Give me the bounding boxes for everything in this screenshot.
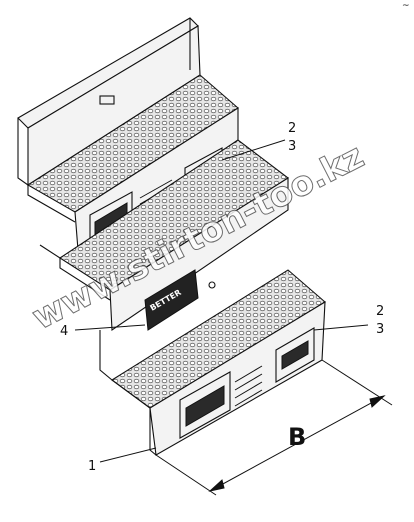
corner-mark: ~ (402, 1, 410, 11)
bolt-icon (208, 281, 216, 289)
callout-3-lower: 3 (376, 322, 384, 337)
callout-4: 4 (60, 324, 68, 339)
top-platform (17, 17, 201, 187)
callout-1: 1 (88, 459, 96, 474)
light-housing-2 (281, 340, 309, 370)
vent-slats-lower (234, 365, 263, 407)
tread-3 (99, 269, 326, 456)
brand-plate (144, 269, 199, 331)
tread-2: BETTER (39, 139, 289, 332)
light-housing-3 (185, 385, 225, 427)
dimension-b (155, 359, 393, 496)
dimension-b-label: B (288, 423, 306, 451)
callout-3-upper: 3 (288, 139, 296, 154)
latch-icon (99, 95, 115, 105)
callout-2-upper: 2 (288, 121, 296, 136)
leader-lines (74, 139, 369, 463)
callout-2-lower: 2 (376, 304, 384, 319)
